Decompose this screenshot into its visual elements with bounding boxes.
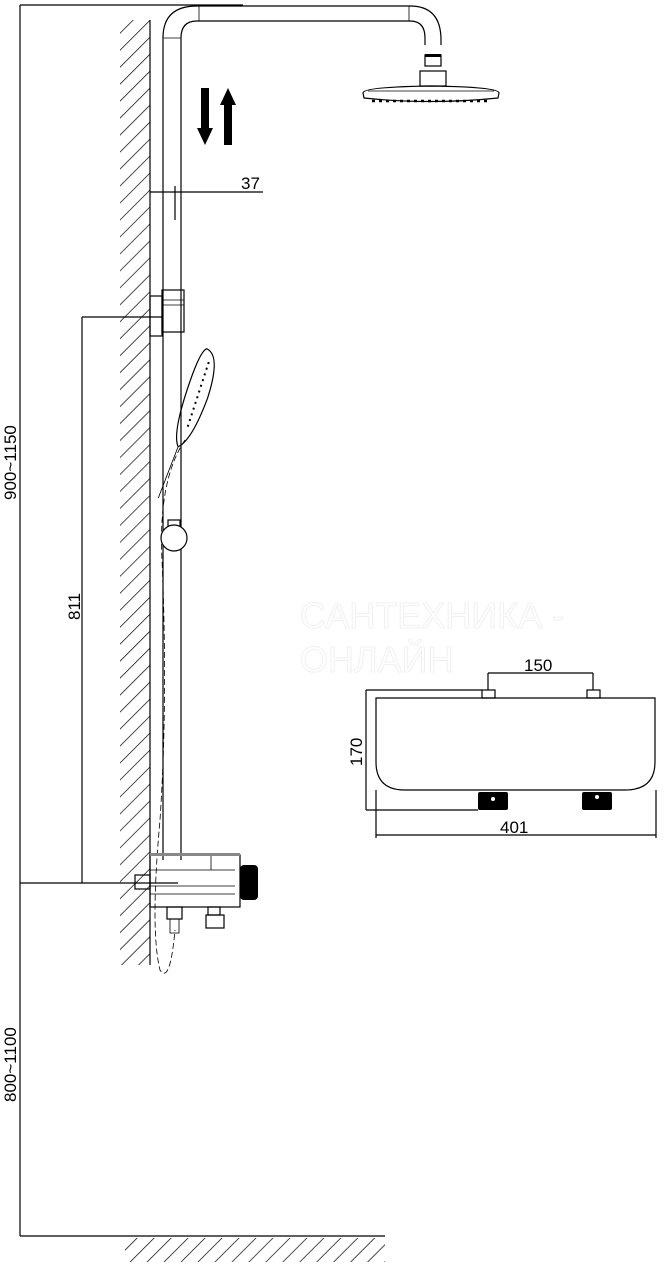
valve-side-dimensions — [365, 672, 657, 838]
bracket-to-valve-dimension — [81, 316, 162, 883]
wall-offset-dimension — [150, 186, 263, 220]
hand-shower-holder — [160, 519, 188, 552]
riser-pipe — [162, 5, 442, 860]
dim-401: 401 — [500, 818, 528, 837]
watermark-line-2: ОНЛАЙН — [300, 638, 454, 680]
wall-bracket — [149, 289, 185, 337]
dim-floor-to-valve: 800~1100 — [1, 1027, 20, 1102]
height-adjust-arrows-icon — [197, 88, 236, 145]
watermark-line-1: САНТЕХНИКА - — [300, 595, 564, 636]
wall — [120, 20, 151, 965]
valve-side-view — [375, 689, 656, 810]
dim-37: 37 — [241, 174, 260, 193]
dim-total-height: 900~1150 — [1, 425, 20, 500]
shower-hose — [154, 439, 186, 974]
dim-150: 150 — [524, 656, 552, 675]
height-dimension-lines — [19, 4, 385, 1237]
hand-shower — [157, 348, 215, 499]
dim-170: 170 — [347, 738, 366, 766]
watermark: САНТЕХНИКА - ОНЛАЙН — [300, 595, 565, 681]
dim-811: 811 — [65, 593, 84, 620]
rain-shower-head — [362, 54, 500, 103]
thermostatic-mixer — [134, 853, 258, 934]
floor — [125, 1238, 385, 1262]
